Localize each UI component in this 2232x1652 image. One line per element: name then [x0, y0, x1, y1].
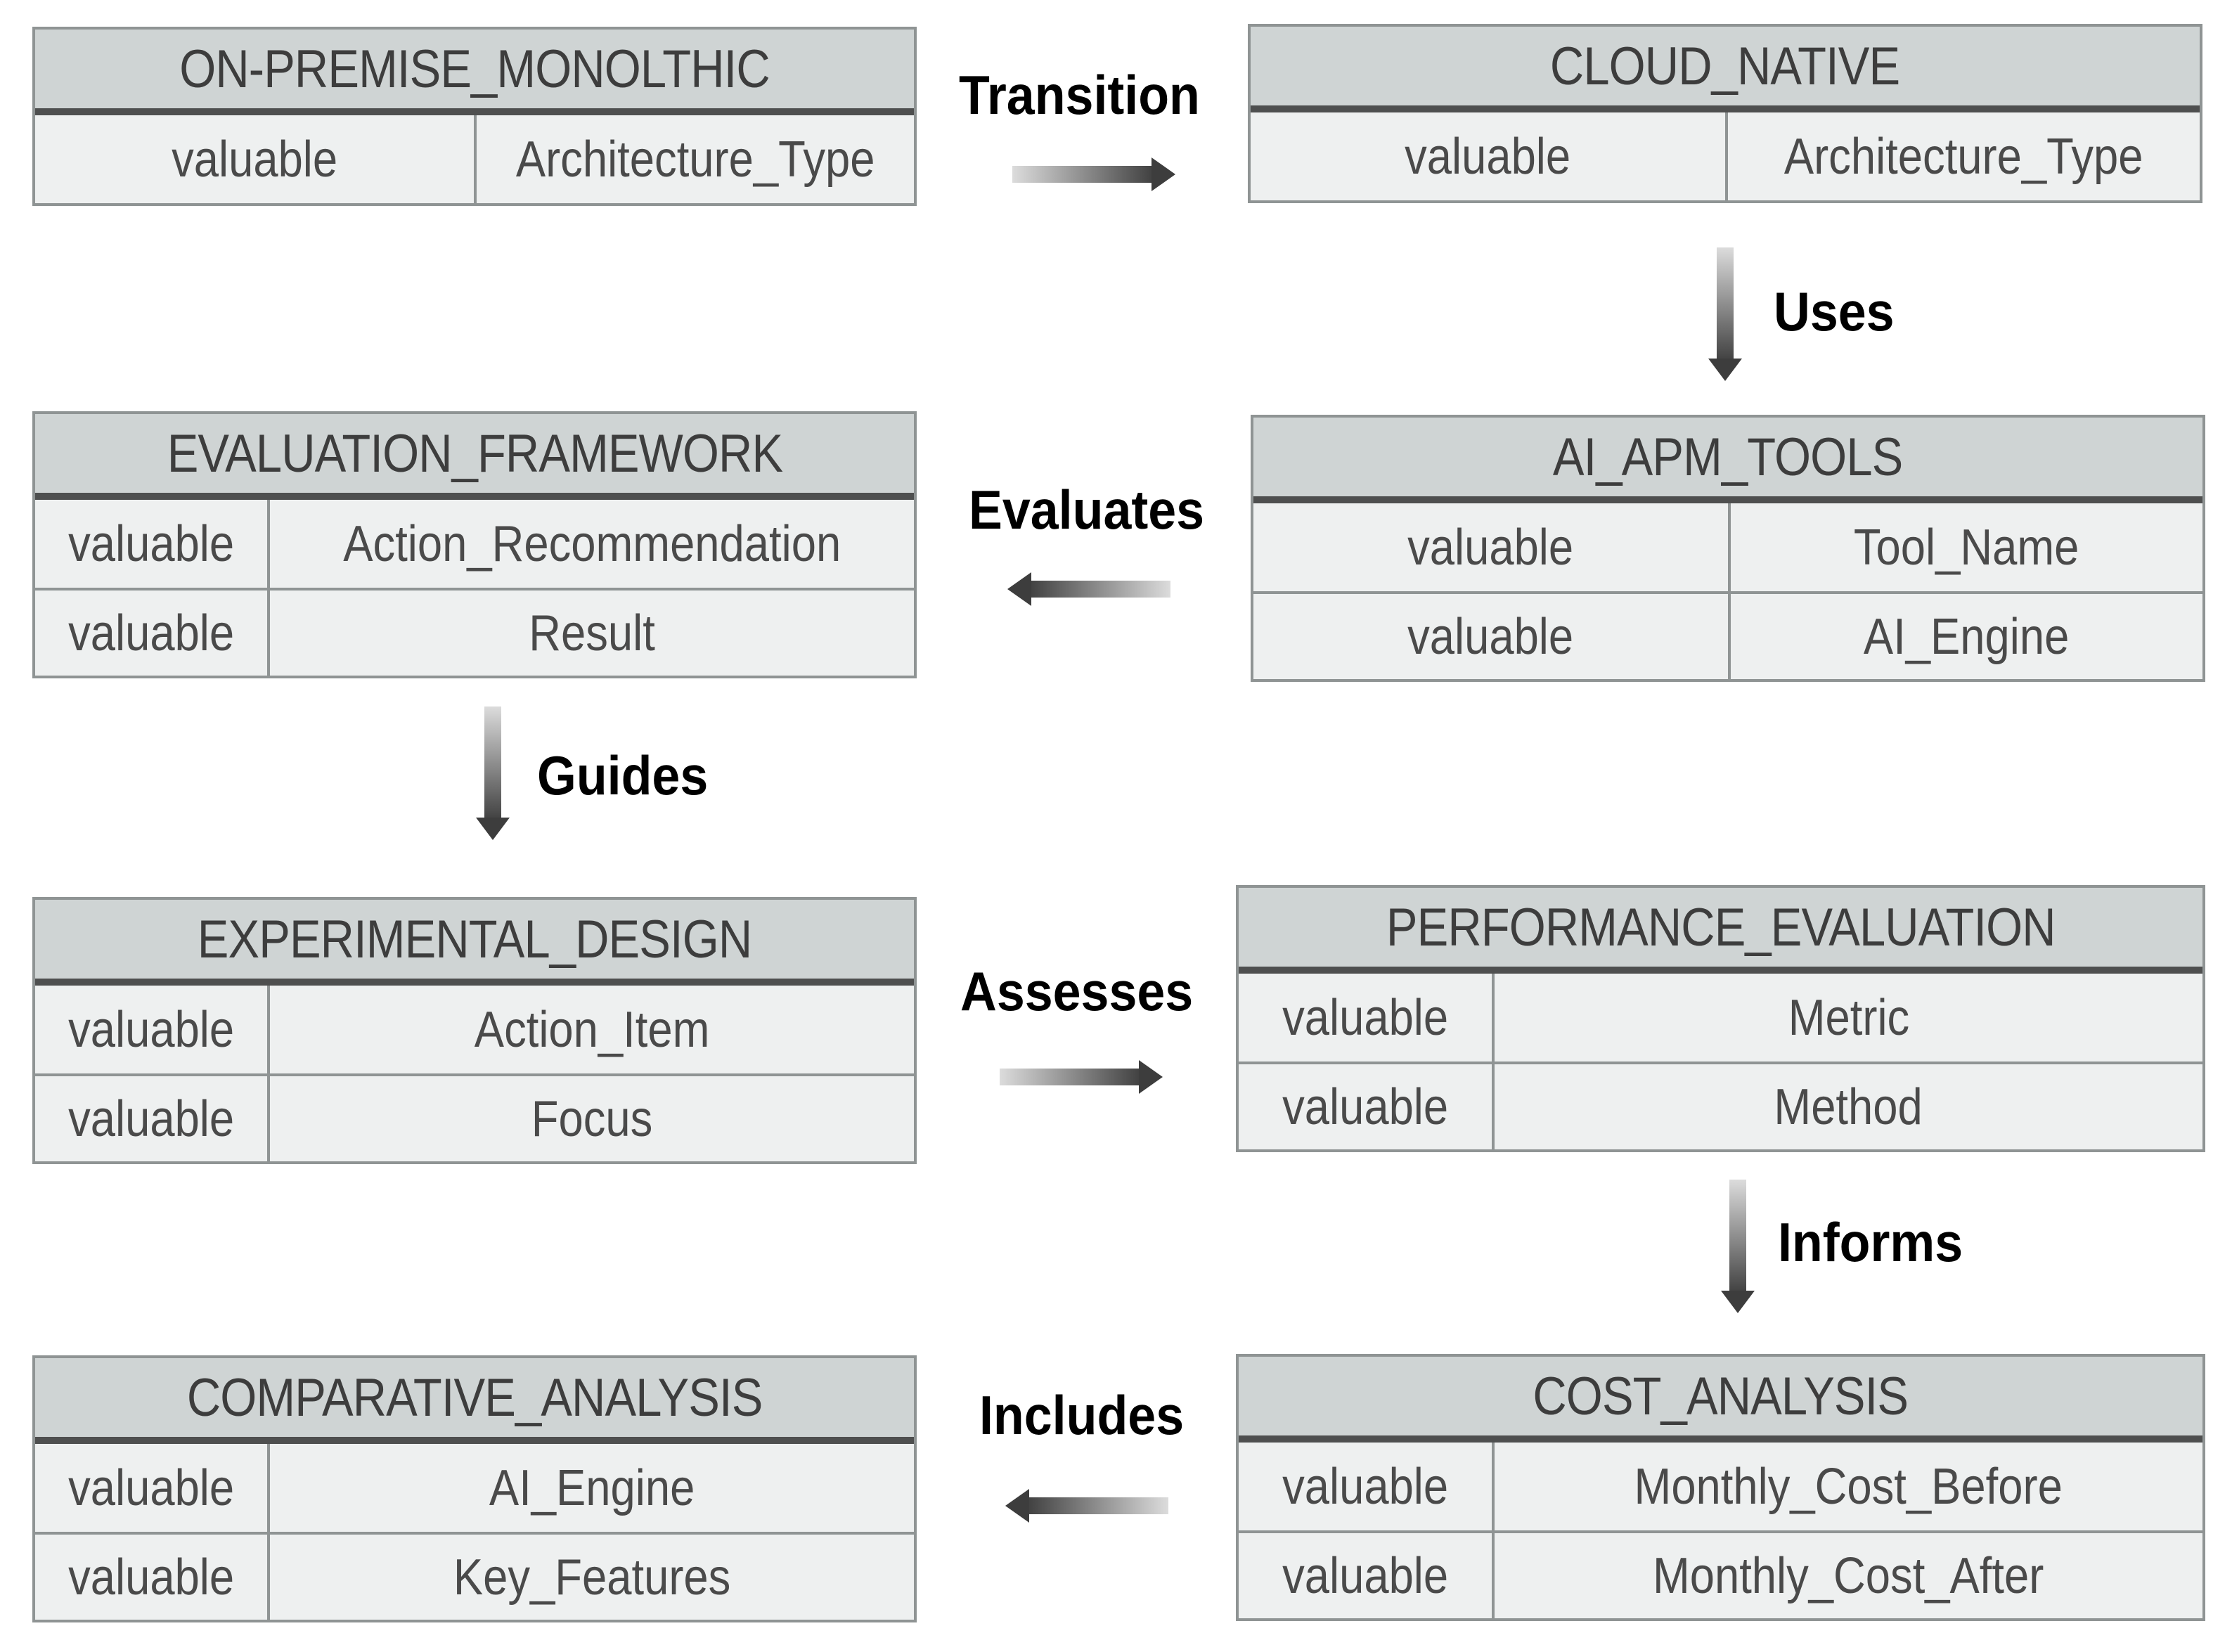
row-type: valuable — [1253, 594, 1731, 679]
arrow-left-icon — [1007, 572, 1170, 606]
entity-ai-apm-tools: AI_APM_TOOLS valuable Tool_Name valuable… — [1251, 415, 2205, 682]
entity-performance-evaluation: PERFORMANCE_EVALUATION valuable Metric v… — [1236, 885, 2205, 1152]
row-attribute: Key_Features — [453, 1549, 731, 1606]
row-attribute: AI_Engine — [489, 1459, 695, 1516]
row-attribute: Result — [529, 605, 655, 662]
row-type: valuable — [1253, 503, 1731, 591]
row-type: valuable — [1239, 1064, 1495, 1149]
entity-title: EXPERIMENTAL_DESIGN — [35, 900, 914, 986]
entity-cloud-native: CLOUD_NATIVE valuable Architecture_Type — [1248, 24, 2202, 203]
row-type: valuable — [1251, 112, 1728, 200]
relationship-label-uses: Uses — [1774, 280, 1895, 342]
entity-title: CLOUD_NATIVE — [1251, 27, 2200, 112]
row-type: valuable — [35, 115, 477, 203]
entity-row: valuable Architecture_Type — [35, 115, 914, 203]
arrow-right-icon — [1000, 1060, 1163, 1094]
entity-experimental-design: EXPERIMENTAL_DESIGN valuable Action_Item… — [32, 897, 917, 1164]
entity-row: valuable Focus — [35, 1073, 914, 1161]
row-type: valuable — [35, 591, 270, 676]
arrow-left-icon — [1005, 1489, 1168, 1523]
relationship-label-transition: Transition — [959, 64, 1200, 126]
entity-row: valuable Action_Recommendation — [35, 500, 914, 588]
relationship-label-informs: Informs — [1778, 1211, 1963, 1273]
entity-row: valuable Action_Item — [35, 986, 914, 1073]
entity-evaluation-framework: EVALUATION_FRAMEWORK valuable Action_Rec… — [32, 411, 917, 678]
row-attribute: Monthly_Cost_Before — [1634, 1458, 2063, 1515]
entity-title: AI_APM_TOOLS — [1253, 418, 2202, 503]
arrow-down-icon — [1708, 247, 1742, 381]
entity-row: valuable AI_Engine — [35, 1444, 914, 1532]
entity-row: valuable AI_Engine — [1253, 591, 2202, 679]
entity-row: valuable Method — [1239, 1061, 2202, 1149]
row-type: valuable — [35, 986, 270, 1073]
row-type: valuable — [1239, 1443, 1495, 1530]
entity-row: valuable Monthly_Cost_After — [1239, 1530, 2202, 1618]
relationship-label-assesses: Assesses — [960, 960, 1194, 1022]
row-attribute: AI_Engine — [1864, 608, 2070, 665]
row-attribute: Action_Item — [474, 1001, 710, 1058]
entity-row: valuable Tool_Name — [1253, 503, 2202, 591]
arrow-down-icon — [1721, 1180, 1755, 1313]
arrow-down-icon — [476, 706, 510, 840]
row-type: valuable — [35, 1076, 270, 1161]
row-attribute: Method — [1774, 1078, 1923, 1135]
row-type: valuable — [35, 500, 270, 588]
entity-row: valuable Result — [35, 588, 914, 676]
arrow-right-icon — [1012, 157, 1175, 191]
entity-row: valuable Metric — [1239, 974, 2202, 1061]
entity-cost-analysis: COST_ANALYSIS valuable Monthly_Cost_Befo… — [1236, 1354, 2205, 1621]
entity-title: EVALUATION_FRAMEWORK — [35, 414, 914, 500]
row-attribute: Monthly_Cost_After — [1653, 1547, 2044, 1604]
row-type: valuable — [1239, 974, 1495, 1061]
relationship-label-includes: Includes — [979, 1384, 1185, 1446]
row-type: valuable — [1239, 1533, 1495, 1618]
row-attribute: Focus — [531, 1090, 653, 1147]
entity-title: COST_ANALYSIS — [1239, 1357, 2202, 1443]
relationship-label-evaluates: Evaluates — [969, 479, 1205, 541]
entity-comparative-analysis: COMPARATIVE_ANALYSIS valuable AI_Engine … — [32, 1355, 917, 1622]
entity-row: valuable Monthly_Cost_Before — [1239, 1443, 2202, 1530]
entity-title: ON-PREMISE_MONOLTHIC — [35, 30, 914, 115]
entity-on-premise-monolithic: ON-PREMISE_MONOLTHIC valuable Architectu… — [32, 27, 917, 206]
entity-row: valuable Architecture_Type — [1251, 112, 2200, 200]
entity-title: PERFORMANCE_EVALUATION — [1239, 888, 2202, 974]
row-attribute: Architecture_Type — [1784, 128, 2143, 185]
row-attribute: Action_Recommendation — [343, 515, 841, 572]
row-attribute: Architecture_Type — [515, 131, 875, 188]
row-attribute: Tool_Name — [1854, 519, 2079, 576]
row-attribute: Metric — [1788, 989, 1909, 1046]
entity-title: COMPARATIVE_ANALYSIS — [35, 1358, 914, 1444]
relationship-label-guides: Guides — [537, 744, 709, 806]
row-type: valuable — [35, 1444, 270, 1532]
entity-row: valuable Key_Features — [35, 1532, 914, 1620]
row-type: valuable — [35, 1535, 270, 1620]
